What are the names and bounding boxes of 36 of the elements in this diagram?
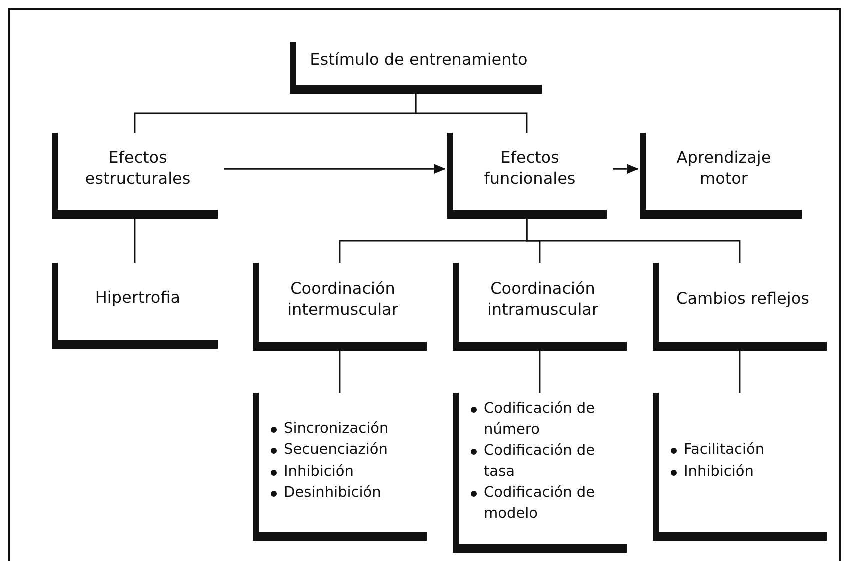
connector-line <box>739 351 741 393</box>
list-item: Inhibición <box>684 462 754 482</box>
box-title: Hipertrofia <box>95 288 181 309</box>
box-title: Coordinación intramuscular <box>486 278 600 320</box>
list-box <box>253 393 427 541</box>
arrow <box>613 164 639 174</box>
list-item: Desinhibición <box>284 484 382 503</box>
concept-box <box>253 263 427 351</box>
list-item: Inhibición <box>284 462 354 482</box>
connector-line <box>415 94 528 133</box>
connector-line <box>134 219 136 263</box>
connector-line <box>526 219 741 263</box>
box-title: Cambios reflejos <box>676 289 810 310</box>
list-box <box>653 393 827 541</box>
concept-box <box>52 263 218 349</box>
box-title: Efectos funcionales <box>483 148 577 190</box>
list-item: Codificación de modelo <box>484 484 596 524</box>
list-item: Secuenciazión <box>284 441 388 460</box>
connector-line <box>339 351 341 393</box>
concept-box <box>453 263 627 351</box>
box-title: Coordinación intermuscular <box>286 278 400 320</box>
list-item: Codificación de número <box>484 400 596 440</box>
concept-box <box>52 133 218 219</box>
list-item: Codificación de tasa <box>484 442 596 482</box>
box-title: Aprendizaje motor <box>676 148 772 190</box>
box-title: Efectos estructurales <box>84 148 192 190</box>
concept-box <box>447 133 607 219</box>
concept-box <box>640 133 802 219</box>
box-title: Estímulo de entrenamiento <box>310 50 528 71</box>
connector-line <box>539 351 541 393</box>
arrow <box>224 164 446 174</box>
list-item: Sincronización <box>284 420 389 440</box>
list-item: Facilitación <box>684 441 765 460</box>
list-box <box>453 393 627 553</box>
concept-box <box>653 263 827 351</box>
concept-box <box>290 42 542 94</box>
